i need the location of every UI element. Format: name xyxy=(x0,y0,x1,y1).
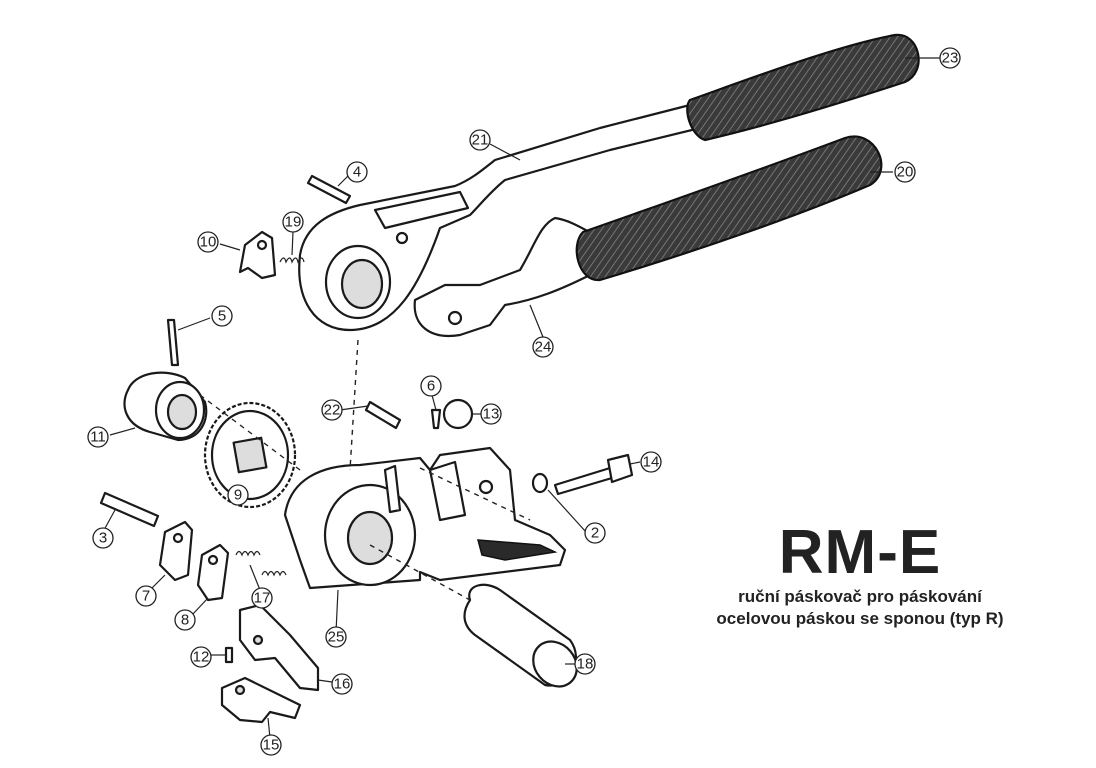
callout-6: 6 xyxy=(420,375,442,397)
svg-text:23: 23 xyxy=(942,50,959,67)
callout-13: 13 xyxy=(480,403,502,425)
svg-text:18: 18 xyxy=(577,656,594,673)
callout-17: 17 xyxy=(251,587,273,609)
svg-text:15: 15 xyxy=(263,737,280,754)
callout-23: 23 xyxy=(939,47,961,69)
gear-9 xyxy=(203,401,297,509)
svg-text:25: 25 xyxy=(328,629,345,646)
pin-22 xyxy=(364,400,402,430)
svg-text:22: 22 xyxy=(324,402,341,419)
svg-text:19: 19 xyxy=(285,214,302,231)
bushing-11 xyxy=(123,371,208,442)
pawl-10 xyxy=(238,230,277,280)
svg-text:3: 3 xyxy=(99,530,107,547)
callout-19: 19 xyxy=(282,211,304,233)
spring-12 xyxy=(224,646,234,664)
svg-text:7: 7 xyxy=(142,588,150,605)
svg-text:17: 17 xyxy=(254,590,271,607)
title-block: RM-E ruční páskovač pro páskování ocelov… xyxy=(660,520,1060,630)
leader-lines xyxy=(103,57,950,739)
svg-text:16: 16 xyxy=(334,676,351,693)
pawl-8 xyxy=(196,543,230,602)
ball-13 xyxy=(442,398,474,430)
callout-20: 20 xyxy=(894,161,916,183)
svg-text:24: 24 xyxy=(535,339,552,356)
callout-25: 25 xyxy=(325,626,347,648)
callout-7: 7 xyxy=(135,585,157,607)
pin-3 xyxy=(99,491,160,528)
callout-14: 14 xyxy=(640,451,662,473)
pawl-7 xyxy=(158,520,194,582)
svg-text:21: 21 xyxy=(472,132,489,149)
base-frame-25 xyxy=(283,446,567,590)
callout-2: 2 xyxy=(584,522,606,544)
cutter-16 xyxy=(238,603,320,692)
callout-4: 4 xyxy=(346,161,368,183)
callout-21: 21 xyxy=(469,129,491,151)
svg-text:10: 10 xyxy=(200,234,217,251)
lower-handle-24 xyxy=(413,216,597,338)
svg-text:12: 12 xyxy=(193,649,210,666)
svg-text:20: 20 xyxy=(897,164,914,181)
lower-grip-20 xyxy=(575,135,883,282)
bolt-14 xyxy=(553,466,614,496)
callout-5: 5 xyxy=(211,305,233,327)
spring-17a xyxy=(235,550,261,557)
svg-text:8: 8 xyxy=(181,612,189,629)
description-line-2: ocelovou páskou se sponou (typ R) xyxy=(716,609,1004,628)
callout-22: 22 xyxy=(321,399,343,421)
svg-text:9: 9 xyxy=(234,487,242,504)
callout-18: 18 xyxy=(574,653,596,675)
cutter-15 xyxy=(220,676,302,724)
svg-text:4: 4 xyxy=(353,164,361,181)
callout-11: 11 xyxy=(87,426,109,448)
svg-text:13: 13 xyxy=(483,406,500,423)
svg-text:11: 11 xyxy=(90,429,106,446)
callout-9: 9 xyxy=(227,484,249,506)
upper-handle-21 xyxy=(298,103,702,332)
spring-17b xyxy=(261,570,287,577)
svg-text:2: 2 xyxy=(591,525,599,542)
svg-text:14: 14 xyxy=(643,454,660,471)
screw-6 xyxy=(430,408,442,430)
product-title: RM-E xyxy=(778,518,942,587)
svg-text:6: 6 xyxy=(427,378,435,395)
washer-2 xyxy=(531,472,549,494)
callout-15: 15 xyxy=(260,734,282,756)
callout-10: 10 xyxy=(197,231,219,253)
callout-16: 16 xyxy=(331,673,353,695)
callout-8: 8 xyxy=(174,609,196,631)
callout-24: 24 xyxy=(532,336,554,358)
spring-19 xyxy=(279,257,305,264)
pin-5 xyxy=(166,318,180,367)
callout-3: 3 xyxy=(92,527,114,549)
svg-text:5: 5 xyxy=(218,308,226,325)
pin-4 xyxy=(306,174,352,205)
callout-12: 12 xyxy=(190,646,212,668)
upper-grip-23 xyxy=(686,33,920,142)
description-line-1: ruční páskovač pro páskování xyxy=(738,587,982,606)
knob-18 xyxy=(463,583,578,688)
